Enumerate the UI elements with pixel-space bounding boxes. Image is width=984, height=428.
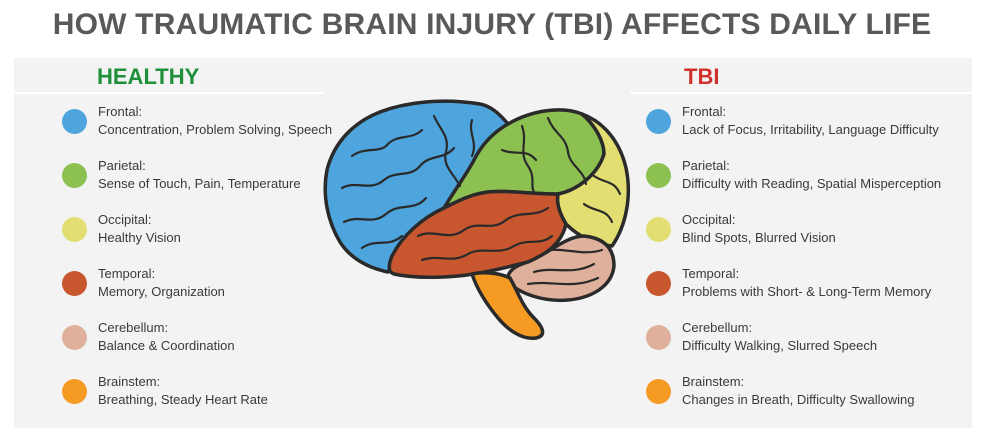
frontal-color-dot [62,109,87,134]
frontal-color-dot [646,109,671,134]
region-label: Occipital: [98,212,152,227]
region-description: Difficulty with Reading, Spatial Misperc… [682,176,942,191]
region-description: Lack of Focus, Irritability, Language Di… [682,122,939,137]
region-label: Frontal: [98,104,143,119]
parietal-color-dot [62,163,87,188]
tbi-divider [630,92,972,94]
region-description: Memory, Organization [98,284,225,299]
brainstem-color-dot [646,379,671,404]
region-description: Balance & Coordination [98,338,235,353]
region-label: Parietal: [98,158,146,173]
tbi-heading: TBI [684,64,720,89]
region-label: Parietal: [682,158,730,173]
region-label: Cerebellum: [682,320,753,335]
region-description: Difficulty Walking, Slurred Speech [682,338,878,353]
occipital-color-dot [62,217,87,242]
region-label: Brainstem: [98,374,161,389]
brainstem [470,271,545,340]
healthy-divider [14,92,324,94]
region-description: Concentration, Problem Solving, Speech [98,122,333,137]
gyri-detail [340,114,622,286]
temporal-color-dot [62,271,87,296]
cerebellum-color-dot [62,325,87,350]
page-title: HOW TRAUMATIC BRAIN INJURY (TBI) AFFECTS… [52,8,932,41]
brainstem-color-dot [62,379,87,404]
region-description: Sense of Touch, Pain, Temperature [98,176,301,191]
parietal-color-dot [646,163,671,188]
region-description: Breathing, Steady Heart Rate [98,392,268,407]
region-description: Problems with Short- & Long-Term Memory [682,284,932,299]
cerebellum-color-dot [646,325,671,350]
region-description: Changes in Breath, Difficulty Swallowing [682,392,915,407]
region-label: Cerebellum: [98,320,169,335]
region-description: Healthy Vision [98,230,181,245]
occipital-color-dot [646,217,671,242]
brain-illustration [323,99,631,340]
temporal-color-dot [646,271,671,296]
healthy-heading: HEALTHY [97,64,200,89]
region-description: Blind Spots, Blurred Vision [682,230,836,245]
region-label: Brainstem: [682,374,745,389]
region-label: Temporal: [682,266,740,281]
region-label: Temporal: [98,266,156,281]
region-label: Frontal: [682,104,727,119]
region-label: Occipital: [682,212,736,227]
